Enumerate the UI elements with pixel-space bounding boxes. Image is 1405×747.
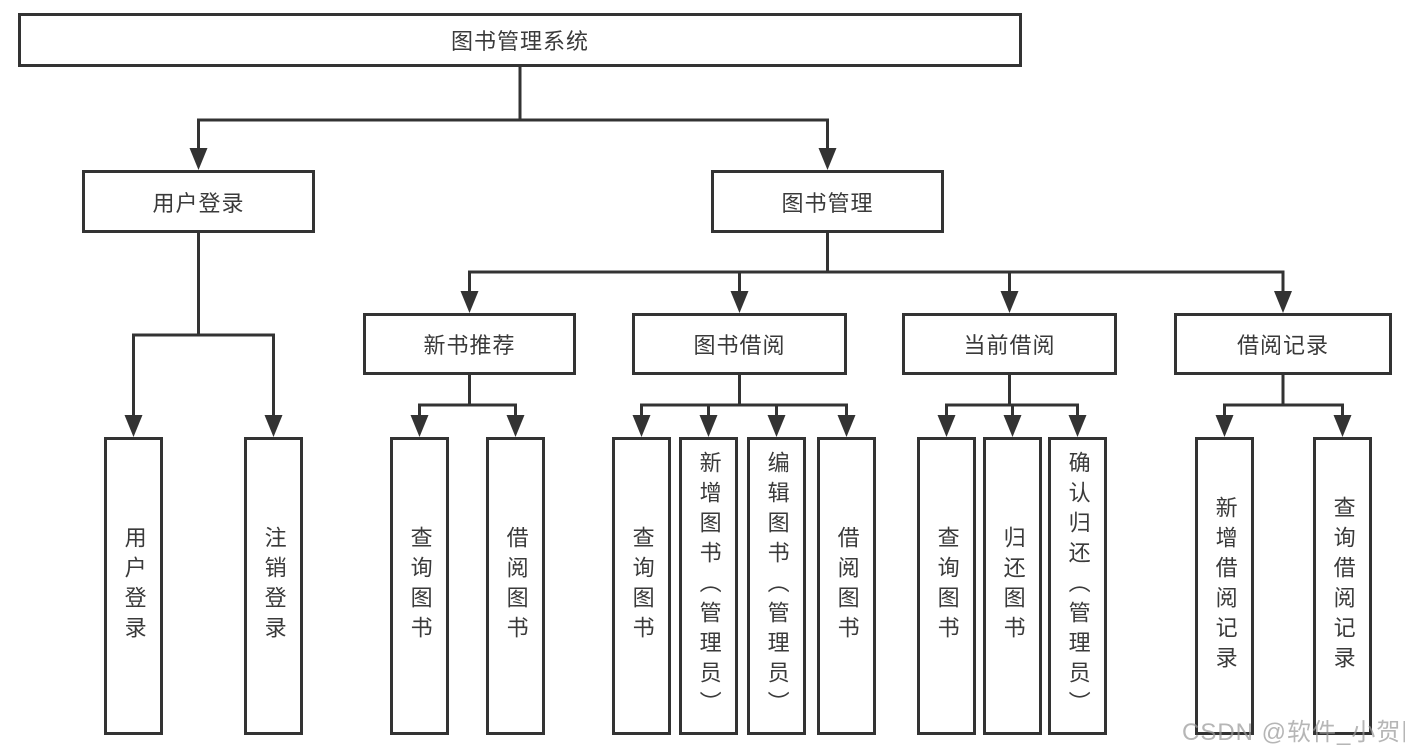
leaf-user-login: 用户登录: [104, 437, 163, 735]
leaf-borrow-query-label: 查询图书: [629, 526, 655, 646]
node-book-borrow: 图书借阅: [632, 313, 847, 375]
leaf-borrow-query: 查询图书: [612, 437, 671, 735]
leaf-borrow-edit-admin-label: 编辑图书（管理员）: [764, 451, 790, 721]
node-user-login: 用户登录: [82, 170, 315, 233]
connector-book-mgmt-to-level3: [460, 233, 1292, 313]
node-borrow-records: 借阅记录: [1174, 313, 1392, 375]
connector-current-borrow-to-leaves: [937, 375, 1087, 437]
node-book-mgmt: 图书管理: [711, 170, 944, 233]
leaf-new-books-borrow-label: 借阅图书: [503, 526, 529, 646]
node-borrow-records-label: 借阅记录: [1236, 333, 1329, 358]
connector-user-login-to-leaves: [124, 233, 283, 437]
leaf-new-books-query: 查询图书: [390, 437, 449, 735]
leaf-record-add: 新增借阅记录: [1195, 437, 1254, 735]
connector-book-borrow-to-leaves: [632, 375, 856, 437]
leaf-current-query-label: 查询图书: [934, 526, 960, 646]
node-current-borrow-label: 当前借阅: [963, 333, 1056, 358]
leaf-new-books-borrow: 借阅图书: [486, 437, 545, 735]
connector-new-books-to-leaves: [410, 375, 525, 437]
connector-borrow-records-to-leaves: [1215, 375, 1352, 437]
node-current-borrow: 当前借阅: [902, 313, 1117, 375]
leaf-new-books-query-label: 查询图书: [407, 526, 433, 646]
leaf-user-login-label: 用户登录: [121, 526, 147, 646]
leaf-borrow-add-admin: 新增图书（管理员）: [679, 437, 738, 735]
node-new-books-label: 新书推荐: [423, 333, 516, 358]
leaf-return-book: 归还图书: [983, 437, 1042, 735]
leaf-confirm-return-admin-label: 确认归还（管理员）: [1065, 451, 1091, 721]
node-book-mgmt-label: 图书管理: [781, 190, 874, 216]
leaf-record-query-label: 查询借阅记录: [1330, 496, 1356, 676]
leaf-record-query: 查询借阅记录: [1313, 437, 1372, 735]
csdn-watermark: CSDN @软件_小贺同学: [1182, 719, 1405, 746]
connector-root-to-level2: [189, 66, 837, 170]
leaf-logout: 注销登录: [244, 437, 303, 735]
leaf-borrow-edit-admin: 编辑图书（管理员）: [747, 437, 806, 735]
node-new-books: 新书推荐: [363, 313, 576, 375]
leaf-current-query: 查询图书: [917, 437, 976, 735]
node-root-label: 图书管理系统: [450, 29, 589, 54]
leaf-borrow-add-admin-label: 新增图书（管理员）: [696, 451, 722, 721]
leaf-confirm-return-admin: 确认归还（管理员）: [1048, 437, 1107, 735]
leaf-logout-label: 注销登录: [261, 526, 287, 646]
node-root: 图书管理系统: [18, 13, 1022, 67]
node-book-borrow-label: 图书借阅: [693, 333, 786, 358]
leaf-borrow-book-label: 借阅图书: [834, 526, 860, 646]
node-user-login-label: 用户登录: [152, 190, 245, 216]
leaf-borrow-book: 借阅图书: [817, 437, 876, 735]
leaf-record-add-label: 新增借阅记录: [1212, 496, 1238, 676]
leaf-return-book-label: 归还图书: [1000, 526, 1026, 646]
